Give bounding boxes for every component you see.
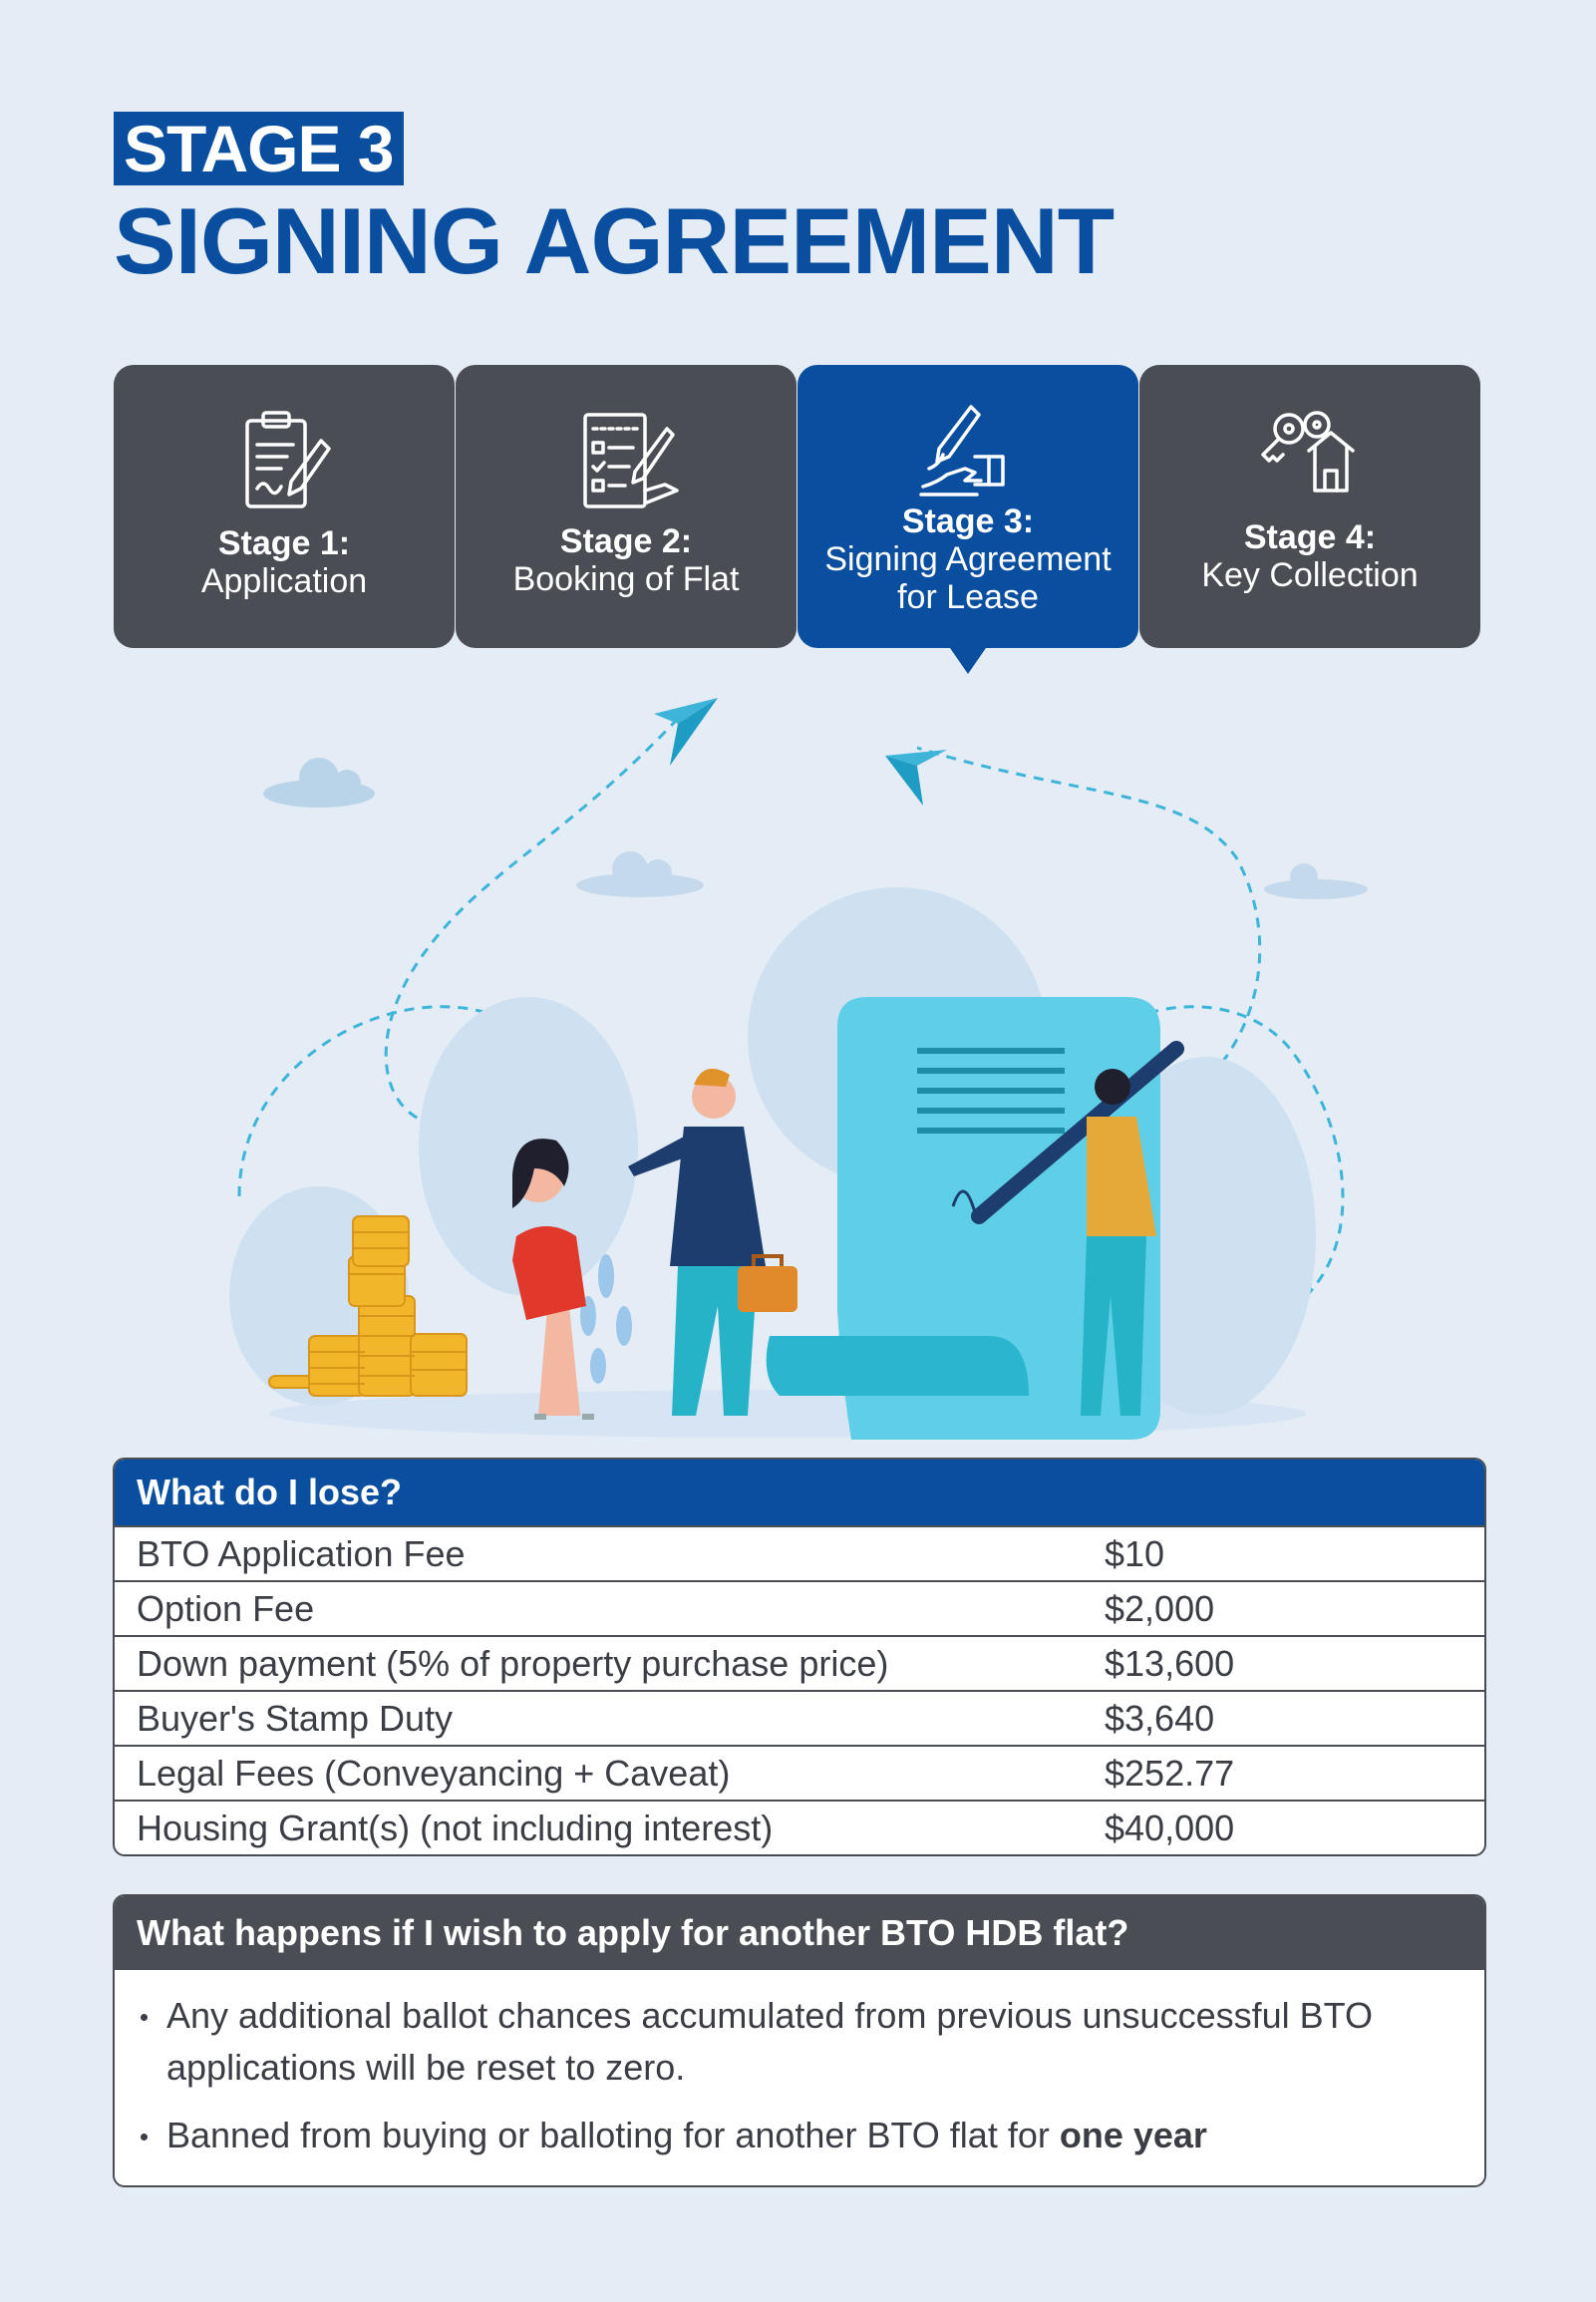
stage-4-number: Stage 4: [1243, 518, 1377, 556]
clipboard-pen-icon [245, 411, 331, 508]
table-row: Legal Fees (Conveyancing + Caveat) $252.… [115, 1745, 1484, 1800]
row-value: $13,600 [1105, 1643, 1235, 1684]
stage-4-name: Key Collection [1201, 556, 1419, 594]
cloud-mid [576, 851, 704, 897]
page-title: SIGNING AGREEMENT [114, 188, 1115, 293]
row-label: BTO Application Fee [137, 1533, 466, 1574]
info-heading: What happens if I wish to apply for anot… [115, 1896, 1484, 1970]
paper-plane-left [654, 698, 718, 766]
bullet-ballot-reset: Any additional ballot chances accumulate… [141, 1990, 1444, 2094]
table-row: Housing Grant(s) (not including interest… [115, 1800, 1484, 1854]
stage-card-3-active: Stage 3: Signing Agreement for Lease [798, 365, 1138, 674]
stage-3-name-line2: for Lease [897, 578, 1039, 616]
row-label: Option Fee [137, 1588, 315, 1629]
active-stage-pointer [950, 648, 986, 674]
stage-tag: STAGE 3 [114, 112, 404, 185]
man-figure [628, 1068, 798, 1416]
woman-figure [512, 1139, 594, 1420]
stage-2-number: Stage 2: [559, 522, 693, 560]
stage-card-2: Stage 2: Booking of Flat [456, 365, 797, 648]
table-row: Down payment (5% of property purchase pr… [115, 1635, 1484, 1690]
stage-1-number: Stage 1: [217, 524, 351, 562]
table-row: Option Fee $2,000 [115, 1580, 1484, 1635]
coin-stacks [268, 1215, 468, 1397]
row-value: $40,000 [1105, 1808, 1235, 1848]
paper-plane-right [885, 750, 947, 806]
stage-tracker: Stage 1: Application Stage 2: Booking of… [114, 365, 1484, 674]
checklist-pen-icon [583, 413, 679, 508]
bullet-ban-period: Banned from buying or balloting for anot… [141, 2110, 1444, 2161]
row-value: $3,640 [1105, 1698, 1215, 1739]
cloud-right [1264, 863, 1368, 899]
row-value: $2,000 [1105, 1588, 1215, 1629]
table-heading: What do I lose? [115, 1460, 1484, 1525]
bullet-ban-duration: one year [1059, 2115, 1207, 2155]
row-label: Legal Fees (Conveyancing + Caveat) [137, 1753, 731, 1794]
stage-1-name: Application [200, 562, 368, 600]
signer-figure [971, 1041, 1184, 1416]
signing-illustration [229, 698, 1368, 1440]
row-label: Housing Grant(s) (not including interest… [137, 1808, 774, 1848]
page-header: STAGE 3 SIGNING AGREEMENT [114, 112, 1115, 293]
signed-document [766, 997, 1160, 1440]
table-row: Buyer's Stamp Duty $3,640 [115, 1690, 1484, 1745]
table-row: BTO Application Fee $10 [115, 1525, 1484, 1580]
stage-3-name-line1: Signing Agreement [824, 540, 1112, 578]
dashed-path-left [237, 706, 690, 1197]
cloud-left [263, 758, 375, 808]
info-bullet-list: Any additional ballot chances accumulate… [115, 1970, 1484, 2161]
what-do-i-lose-table: What do I lose? BTO Application Fee $10 … [113, 1458, 1486, 1856]
plant [580, 1254, 632, 1384]
reapply-info-box: What happens if I wish to apply for anot… [113, 1894, 1486, 2187]
house-keys-icon [1261, 411, 1355, 493]
row-label: Down payment (5% of property purchase pr… [137, 1643, 889, 1684]
stage-3-number: Stage 3: [901, 502, 1035, 540]
row-label: Buyer's Stamp Duty [137, 1698, 453, 1739]
row-value: $10 [1105, 1533, 1165, 1574]
stage-card-1: Stage 1: Application [114, 365, 455, 648]
stage-2-name: Booking of Flat [512, 560, 740, 598]
bullet-ban-text: Banned from buying or balloting for anot… [166, 2115, 1060, 2155]
signing-hand-icon [919, 405, 1005, 496]
row-value: $252.77 [1105, 1753, 1235, 1794]
stage-card-4: Stage 4: Key Collection [1139, 365, 1480, 648]
